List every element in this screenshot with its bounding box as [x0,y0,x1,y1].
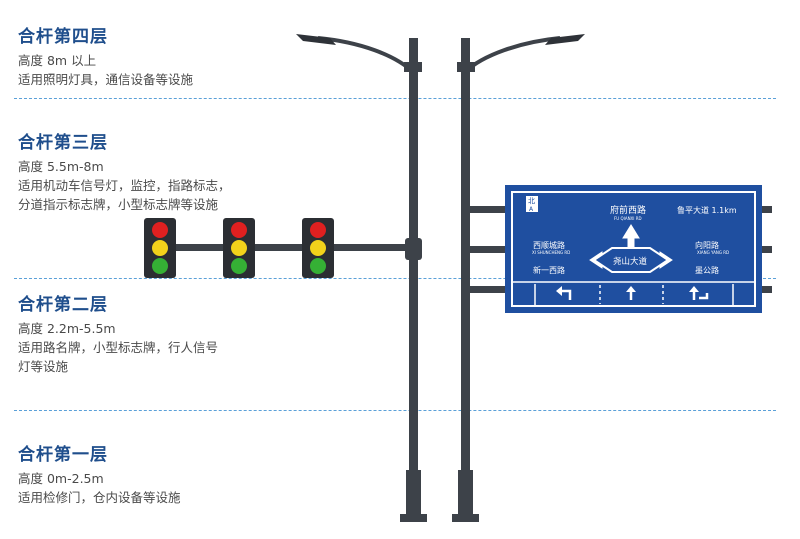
traffic-light-2 [223,218,255,278]
layer-2-title: 合杆第二层 [18,295,108,315]
layer-4-height: 高度 8m 以上 [18,53,97,68]
layer-4-title: 合杆第四层 [18,27,108,47]
layer-2-height: 高度 2.2m-5.5m [18,321,116,336]
layer-3: 合杆第三层 高度 5.5m-8m 适用机动车信号灯，监控，指路标志， 分道指示标… [18,128,231,214]
layer-1: 合杆第一层 高度 0m-2.5m 适用检修门，仓内设备等设施 [18,440,181,507]
layer-3-height: 高度 5.5m-8m [18,159,104,174]
layer-3-title: 合杆第三层 [18,133,108,153]
street-lamp-right [545,34,585,45]
traffic-arm [148,244,410,251]
layer-1-usage: 适用检修门，仓内设备等设施 [18,490,181,505]
layer-1-title: 合杆第一层 [18,445,108,465]
layer-2-usage-2: 灯等设施 [18,359,69,374]
sign-north: 北 [528,197,535,205]
sign-bottom-left: 新一西路 [533,265,565,275]
layer-4-usage: 适用照明灯具，通信设备等设施 [18,72,194,87]
sign-north-sub: A [529,206,534,213]
road-sign: 北 A 府前西路 FU QIANXI RD 鲁平大道 1.1km 西顺城路 XI… [505,185,762,313]
layer-4: 合杆第四层 高度 8m 以上 适用照明灯具，通信设备等设施 [18,22,193,89]
left-pole [317,36,427,522]
right-pole [452,36,772,522]
layer-1-height: 高度 0m-2.5m [18,471,104,486]
sign-left-road-sub: XI SHUNCHENG RD [532,250,570,255]
traffic-light-3 [302,218,334,278]
divider-3 [14,410,776,411]
layer-2: 合杆第二层 高度 2.2m-5.5m 适用路名牌，小型标志牌，行人信号 灯等设施 [18,290,218,376]
sign-right-road: 向阳路 [695,240,719,250]
divider-1 [14,98,776,99]
sign-top-road: 府前西路 [610,204,646,216]
cross-arrows [589,224,673,273]
layer-3-usage-2: 分道指示标志牌，小型标志牌等设施 [18,197,219,212]
lane-arrows [556,286,709,300]
sign-left-road: 西顺城路 [533,240,565,250]
street-lamp-left [296,34,336,45]
sign-right-road-sub: XIANG YANG RD [697,250,729,255]
layer-2-usage-1: 适用路名牌，小型标志牌，行人信号 [18,340,219,355]
sign-top-road-sub: FU QIANXI RD [614,216,642,221]
layer-3-usage-1: 适用机动车信号灯，监控，指路标志， [18,178,231,193]
sign-bottom-right: 墨公路 [695,265,719,275]
sign-center-road: 尧山大道 [613,256,648,267]
sign-right-top: 鲁平大道 1.1km [677,205,737,215]
traffic-light-1 [144,218,176,278]
divider-2 [14,278,776,279]
